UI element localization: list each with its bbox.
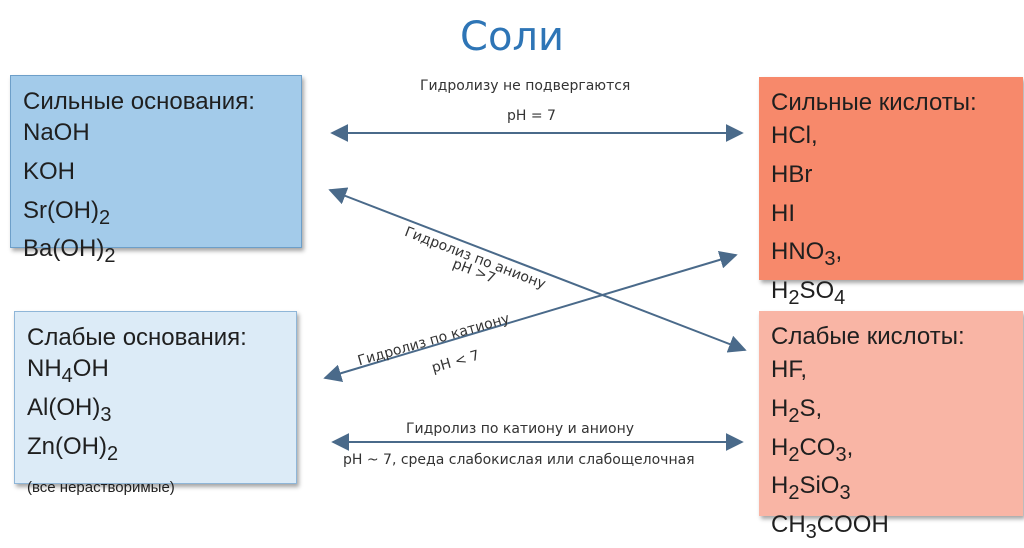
strong-bases-box: Сильные основания: NaOH KOH Sr(OH)2 Ba(O…	[10, 75, 302, 267]
strong-base-formula: NaOH	[23, 119, 90, 146]
strong-acids-box: Сильные кислоты: HCl, HBr HI HNO3, H2SO4	[759, 77, 1023, 309]
weak-acid-formula: HF,	[771, 356, 807, 383]
connector-arrows	[323, 124, 747, 451]
weak-acids-box: Слабые кислоты: HF, H2S, H2CO3, H2SiO3 C…	[759, 311, 1023, 543]
weak-acids-header: Слабые кислоты:	[771, 323, 965, 350]
strong-acid-formula: HBr	[771, 160, 813, 188]
weak-acid-formula: H2CO3,	[771, 433, 854, 466]
top-arrow-ph: pH = 7	[507, 108, 556, 124]
strong-acid-formula: H2SO4	[771, 277, 846, 309]
weak-base-formula: NH4OH	[27, 355, 109, 387]
weak-bases-header: Слабые основания:	[27, 324, 247, 351]
strong-base-formula: KOH	[23, 157, 76, 185]
strong-base-formula: Ba(OH)2	[23, 235, 116, 268]
weak-base-formula: Al(OH)3	[27, 393, 112, 426]
bottom-arrow-ph: pH ~ 7, среда слабокислая или слабощелоч…	[343, 452, 695, 468]
top-arrow-label: Гидролизу не подвергаются	[420, 78, 631, 94]
weak-acid-formula: H2S,	[771, 394, 823, 427]
strong-acids-header: Сильные кислоты:	[771, 89, 977, 116]
page-title: Соли	[460, 14, 564, 60]
cation-hydrolysis-arrow	[323, 251, 738, 382]
strong-base-formula: Sr(OH)2	[23, 196, 111, 229]
strong-acid-formula: HCl,	[771, 122, 818, 149]
weak-bases-box: Слабые основания: NH4OH Al(OH)3 Zn(OH)2 …	[14, 311, 297, 496]
strong-acid-formula: HI	[771, 199, 795, 227]
weak-base-formula: Zn(OH)2	[27, 432, 119, 465]
strong-bases-header: Сильные основания:	[23, 88, 255, 115]
weak-bases-note: (все нерастворимые)	[27, 479, 175, 497]
strong-acid-formula: HNO3,	[771, 238, 843, 271]
weak-acid-formula: H2SiO3	[771, 472, 851, 505]
bottom-arrow-label: Гидролиз по катиону и аниону	[406, 421, 635, 437]
